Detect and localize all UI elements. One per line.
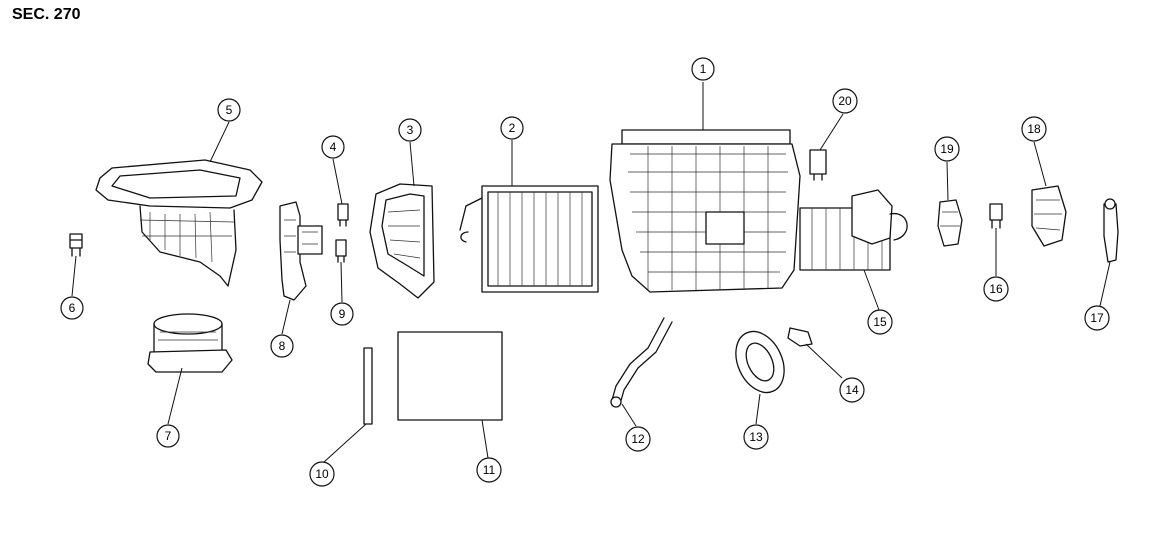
leader-lines (71, 82, 1111, 463)
svg-text:5: 5 (226, 103, 233, 117)
svg-text:1: 1 (700, 62, 707, 76)
svg-text:4: 4 (330, 140, 337, 154)
part-10-filter-frame (363, 347, 373, 425)
part-5-intake-unit (95, 159, 263, 287)
callout-20: 20 (832, 88, 858, 114)
svg-text:12: 12 (631, 432, 645, 446)
svg-text:2: 2 (509, 121, 516, 135)
svg-text:7: 7 (165, 429, 172, 443)
part-14-clip (787, 327, 813, 347)
part-12-pipe (610, 317, 673, 408)
part-20-connector (809, 149, 827, 181)
part-7-blower-motor (147, 313, 233, 373)
svg-text:14: 14 (845, 383, 859, 397)
part-19-actuator (937, 199, 963, 247)
callout-16: 16 (983, 276, 1009, 302)
svg-text:10: 10 (315, 467, 329, 481)
svg-text:16: 16 (989, 282, 1003, 296)
part-6-connector (69, 233, 83, 257)
callout-12: 12 (625, 426, 651, 452)
svg-text:17: 17 (1090, 311, 1104, 325)
callout-7: 7 (156, 424, 180, 448)
svg-text:20: 20 (838, 94, 852, 108)
callout-2: 2 (500, 116, 524, 140)
callout-5: 5 (217, 98, 241, 122)
part-16-sensor (989, 203, 1003, 229)
part-11-air-filter (397, 331, 503, 421)
svg-text:6: 6 (69, 301, 76, 315)
svg-text:15: 15 (873, 315, 887, 329)
callout-3: 3 (398, 118, 422, 142)
callout-13: 13 (743, 424, 769, 450)
callout-8: 8 (270, 334, 294, 358)
callout-1: 1 (691, 57, 715, 81)
callout-4: 4 (321, 135, 345, 159)
section-label: SEC. 270 (12, 6, 81, 23)
callout-15: 15 (867, 309, 893, 335)
svg-text:8: 8 (279, 339, 286, 353)
part-18-duct-piece (1031, 185, 1067, 247)
svg-text:9: 9 (339, 307, 346, 321)
part-1-heater-case (609, 129, 801, 293)
callout-17: 17 (1084, 305, 1110, 331)
svg-text:3: 3 (407, 123, 414, 137)
callout-6: 6 (60, 296, 84, 320)
part-15-heater-core (799, 189, 908, 271)
part-8-actuator-bracket (279, 201, 323, 301)
part-4-sensor (337, 203, 349, 227)
callout-18: 18 (1021, 116, 1047, 142)
part-13-seal-ring (735, 330, 785, 394)
callout-11: 11 (476, 457, 502, 483)
svg-text:19: 19 (940, 142, 954, 156)
svg-text:18: 18 (1027, 122, 1041, 136)
callout-10: 10 (309, 461, 335, 487)
svg-text:13: 13 (749, 430, 763, 444)
part-2-evaporator (459, 185, 599, 293)
svg-text:11: 11 (483, 463, 496, 477)
part-9-sensor (335, 239, 347, 263)
callout-19: 19 (934, 136, 960, 162)
part-17-drain-tube (1103, 198, 1119, 263)
part-3-case-half (369, 183, 435, 299)
callout-14: 14 (839, 377, 865, 403)
callout-9: 9 (330, 302, 354, 326)
